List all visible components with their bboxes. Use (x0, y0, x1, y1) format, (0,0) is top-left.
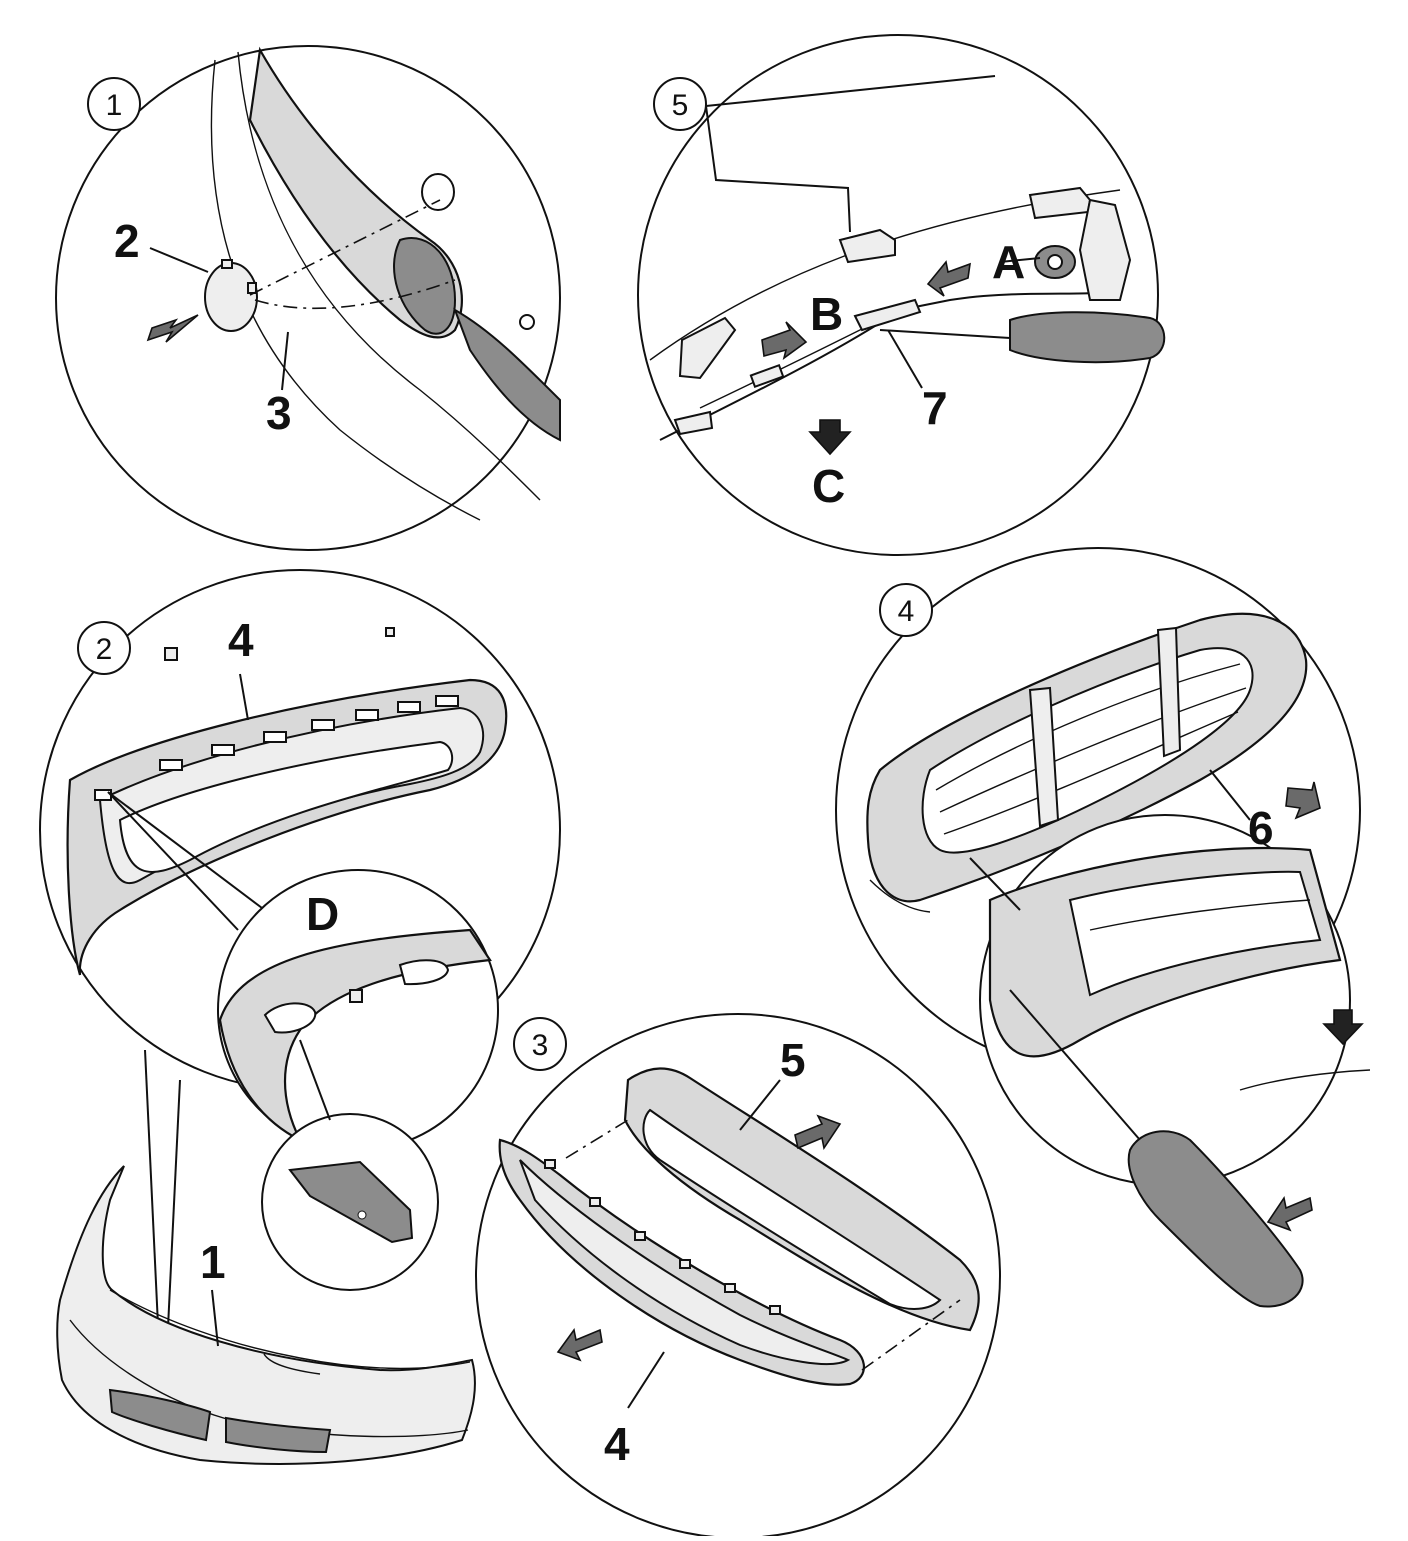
opening-shadow (393, 237, 457, 335)
side-bracket (1078, 198, 1132, 301)
arrow-C (808, 419, 852, 456)
grille-bar (1028, 686, 1060, 828)
screwdriver-handle (1127, 1130, 1304, 1308)
callout-D: D (306, 888, 339, 940)
callout-grille-frame: 4 (228, 614, 254, 666)
bumper-lower-edge (453, 307, 561, 442)
callout-grille: 6 (1248, 802, 1274, 854)
alignment-line (249, 199, 441, 296)
retaining-clip-detail (288, 1160, 414, 1244)
callout-clip: 7 (922, 382, 948, 434)
tow-hook-cap (204, 262, 258, 332)
step-4-number: 4 (898, 595, 915, 628)
frame-clips (544, 1159, 781, 1315)
step-1-panel: 2 3 1 (55, 45, 561, 551)
step-5-panel: A B C 7 5 (637, 34, 1166, 556)
callout-bumper-1: 1 (200, 1236, 226, 1288)
callout-C: C (812, 460, 845, 512)
callout-tow-cap: 2 (114, 215, 140, 267)
tow-hook-mount (421, 173, 455, 211)
screwdriver-shaft (1009, 989, 1141, 1141)
arrow-grille-out (794, 1114, 842, 1151)
grille-insert (623, 1067, 980, 1332)
front-bumper-overview: 1 (56, 1165, 476, 1465)
callout-bumper: 3 (266, 387, 292, 439)
step-3-number: 3 (532, 1029, 549, 1062)
remove-direction-arrow (146, 314, 199, 343)
step-1-number: 1 (106, 89, 123, 122)
frame-clip-slots (94, 695, 459, 801)
arrow-frame-out (556, 1328, 603, 1362)
arrow-pry (1266, 1195, 1313, 1232)
bumper-body (56, 1165, 476, 1465)
bumper-air-intake (225, 1416, 332, 1454)
grille-bar (1156, 626, 1182, 758)
detail-D-frame (218, 928, 492, 1143)
step-4-badge (879, 583, 933, 637)
step-1-badge (87, 77, 141, 131)
arrow-A (926, 260, 971, 297)
step-1-detail-circle (55, 45, 561, 551)
step-2-badge (77, 621, 131, 675)
bumper-air-intake (108, 1388, 212, 1442)
callout-grille-frame-lower: 4 (604, 1418, 630, 1470)
step-5-number: 5 (672, 89, 689, 122)
arrow-B (761, 321, 808, 360)
step-2-number: 2 (96, 633, 113, 666)
detail-D-slot (263, 1002, 317, 1034)
arrow-grille-out (1285, 781, 1321, 820)
screwdriver-shaft (879, 329, 1011, 339)
retaining-clip (838, 228, 896, 264)
callout-A: A (992, 236, 1025, 288)
step-3-panel: 5 4 3 (475, 1013, 1001, 1539)
mount-hole (519, 314, 535, 330)
step-3-badge (513, 1017, 567, 1071)
clip-7 (853, 298, 922, 332)
step-2-panel: 4 D 2 (39, 569, 561, 1411)
retaining-clip (678, 316, 737, 380)
grille-opening (118, 740, 454, 873)
step-4-panel: 6 4 (835, 547, 1371, 1308)
arrow-press-down (1322, 1009, 1364, 1046)
step-5-detail-circle (637, 34, 1159, 556)
step-5-badge (653, 77, 707, 131)
bumper-contour-line (210, 59, 481, 521)
callout-B: B (810, 288, 843, 340)
callout-grille-insert: 5 (780, 1034, 806, 1086)
bumper-contour-line (237, 51, 541, 501)
screwdriver-handle (1009, 311, 1166, 364)
